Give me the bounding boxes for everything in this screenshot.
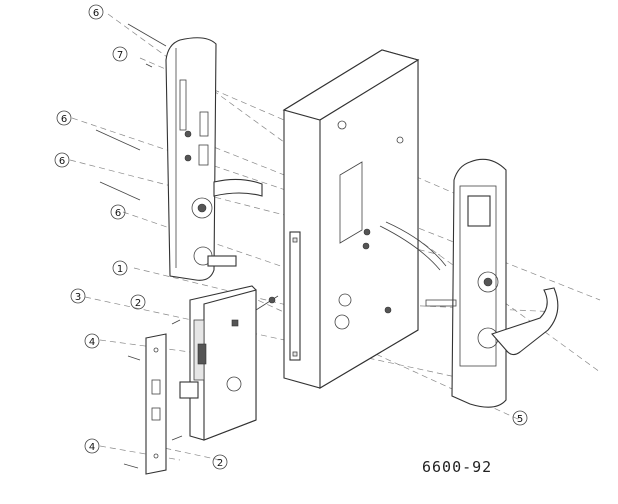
callout-number: 6 [59,156,65,167]
callout-6-top: 6 [88,4,104,20]
callout-number: 6 [93,8,99,19]
fastener-markers [268,228,392,314]
callout-number: 7 [117,50,123,61]
mounting-screws [95,23,167,201]
outer-trim-panel [379,158,559,408]
callout-5: 5 [512,410,528,426]
callout-7: 7 [112,46,128,62]
callout-4-upper: 4 [84,333,100,349]
mortise-lock-body [179,285,279,441]
callout-6-middle: 6 [56,110,72,126]
callout-number: 2 [135,298,141,309]
faceplate [145,333,167,475]
callout-number: 3 [75,292,81,303]
callout-2-upper: 2 [130,294,146,310]
callout-1: 1 [112,260,128,276]
callout-6-lower: 6 [54,152,70,168]
inner-trim-panel [165,37,263,281]
callout-number: 1 [117,264,123,275]
callout-6-bottom: 6 [110,204,126,220]
callout-3: 3 [70,288,86,304]
callout-number: 5 [517,414,523,425]
callout-number: 4 [89,442,95,453]
callout-number: 2 [217,458,223,469]
door-panel [282,49,420,389]
small-screws [123,319,183,469]
callout-number: 6 [115,208,121,219]
callout-2-lower-left: 2 [175,433,185,446]
callout-number: 6 [61,114,67,125]
callout-4-lower: 4 [84,438,100,454]
callout-2-lower-right: 2 [212,454,228,470]
model-number: 6600-92 [422,458,492,476]
callout-number: 4 [89,337,95,348]
